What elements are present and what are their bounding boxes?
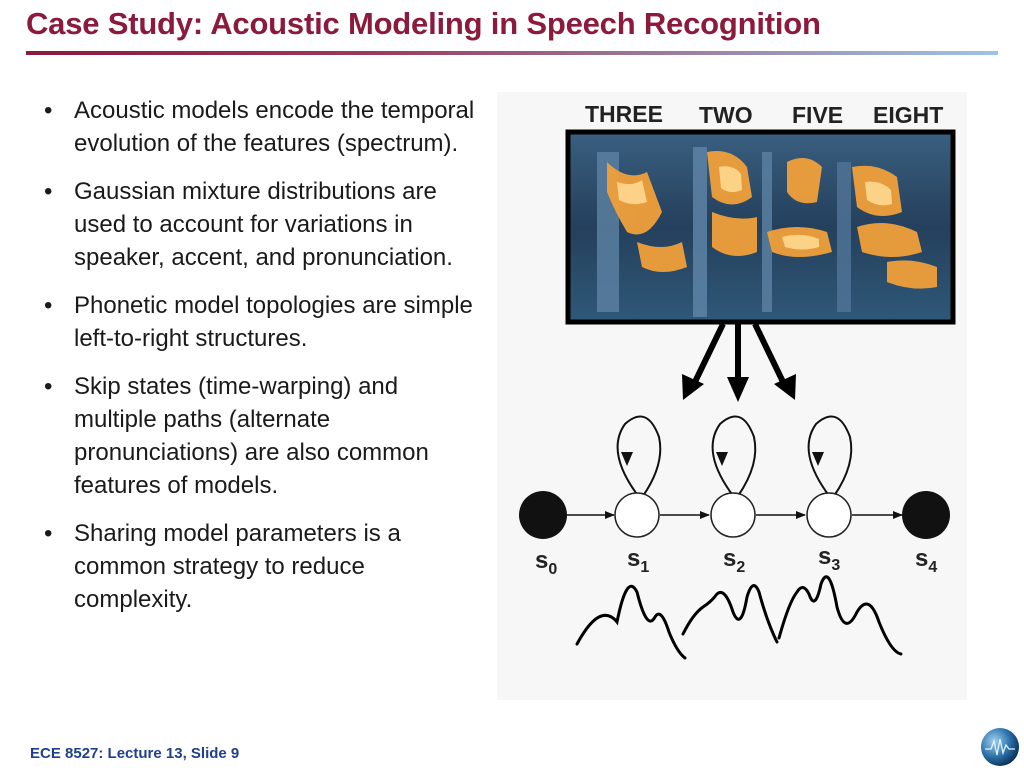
bullet-text: Phonetic model topologies are simple lef… [74,292,473,352]
bullet-dot: • [44,178,53,205]
bullet-dot: • [44,520,53,547]
word-label: FIVE [792,102,843,128]
state-node [806,492,852,538]
observation-arrows [682,322,796,402]
bullet-item: • Skip states (time-warping) and multipl… [40,370,480,502]
state-node [614,492,660,538]
self-loop-arrowheads [621,452,824,466]
state-label: s4 [915,545,937,576]
bullet-text: Skip states (time-warping) and multiple … [74,373,429,499]
state-label: s3 [818,543,840,574]
state-label: s0 [535,547,557,578]
hmm-figure: THREE TWO FIVE EIGHT [497,92,967,700]
state-node [519,491,567,539]
state-node [710,492,756,538]
bullet-dot: • [44,292,53,319]
bullet-text: Acoustic models encode the temporal evol… [74,97,475,157]
slide-footer: ECE 8527: Lecture 13, Slide 9 [30,745,240,762]
bullet-item: • Phonetic model topologies are simple l… [40,289,480,355]
bullet-item: • Gaussian mixture distributions are use… [40,175,480,274]
state-label: s2 [723,545,745,576]
bullet-dot: • [44,373,53,400]
bullet-text: Sharing model parameters is a common str… [74,520,401,613]
bullet-item: • Acoustic models encode the temporal ev… [40,94,480,160]
state-label: s1 [627,545,649,576]
self-loops [616,415,853,498]
bullet-dot: • [44,97,53,124]
slide-title: Case Study: Acoustic Modeling in Speech … [26,6,821,41]
bullet-list: • Acoustic models encode the temporal ev… [40,94,480,631]
bullet-item: • Sharing model parameters is a common s… [40,517,480,616]
gaussian-mixtures [575,575,903,660]
bullet-text: Gaussian mixture distributions are used … [74,178,453,271]
hmm-diagram: THREE TWO FIVE EIGHT [519,101,956,660]
word-label: THREE [585,101,663,127]
state-node [902,491,950,539]
title-underline [26,51,998,55]
spectrogram [565,129,956,325]
globe-logo-icon [980,727,1020,767]
word-label: EIGHT [873,102,943,128]
word-label: TWO [699,102,753,128]
